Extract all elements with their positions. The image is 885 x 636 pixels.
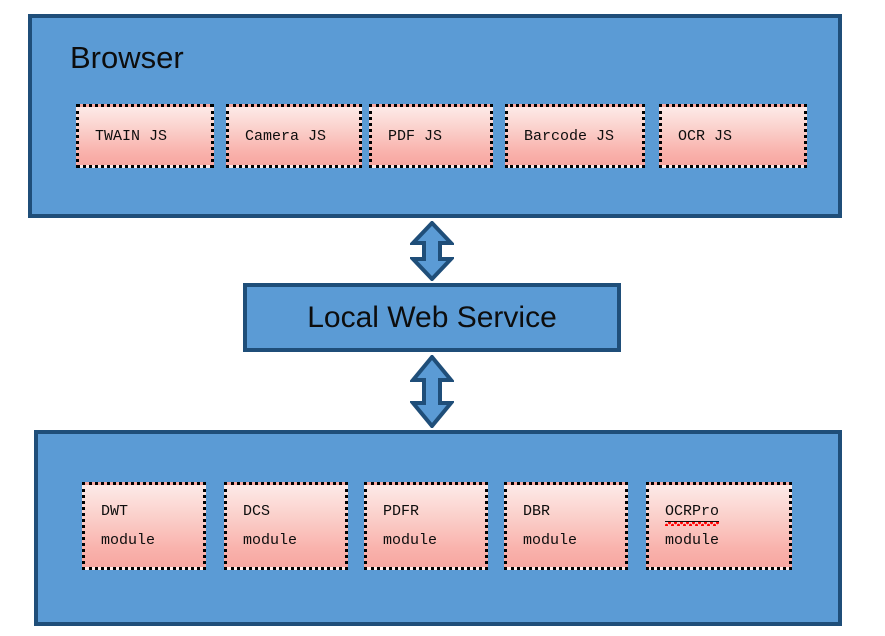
chip-label: Barcode JS: [524, 127, 615, 145]
chip-kind: module: [523, 532, 578, 549]
chip-dbr-module[interactable]: DBR module: [504, 482, 628, 570]
double-arrow-icon-service-modules: [410, 355, 454, 428]
chip-ocrpro-module[interactable]: OCRPro module: [646, 482, 792, 570]
chip-kind: module: [383, 532, 438, 549]
chip-name: DWT: [101, 502, 129, 520]
chip-label: PDF JS: [388, 127, 443, 145]
browser-layer-title: Browser: [70, 40, 184, 75]
chip-twain-js[interactable]: TWAIN JS: [76, 104, 214, 168]
chip-barcode-js[interactable]: Barcode JS: [505, 104, 645, 168]
local-web-service-label: Local Web Service: [307, 300, 557, 334]
chip-dwt-module[interactable]: DWT module: [82, 482, 206, 570]
chip-name: PDFR: [383, 502, 420, 520]
chip-label: TWAIN JS: [95, 127, 168, 145]
browser-module-row: TWAIN JS Camera JS PDF JS Barcode JS OCR…: [76, 104, 807, 168]
chip-label: Camera JS: [245, 127, 327, 145]
chip-name: OCRPro: [665, 502, 720, 522]
native-module-row: DWT module DCS module PDFR module DBR mo…: [82, 482, 792, 570]
double-arrow-icon-browser-service: [410, 221, 454, 281]
chip-pdfr-module[interactable]: PDFR module: [364, 482, 488, 570]
chip-kind: module: [665, 532, 720, 549]
chip-ocr-js[interactable]: OCR JS: [659, 104, 807, 168]
native-modules-layer-container: DWT module DCS module PDFR module DBR mo…: [34, 430, 842, 626]
chip-name: DCS: [243, 502, 271, 520]
chip-camera-js[interactable]: Camera JS: [226, 104, 362, 168]
chip-kind: module: [243, 532, 298, 549]
local-web-service-box[interactable]: Local Web Service: [243, 283, 621, 352]
chip-name: DBR: [523, 502, 551, 520]
chip-kind: module: [101, 532, 156, 549]
chip-name-wrapper: OCRPro: [665, 497, 720, 526]
chip-pdf-js[interactable]: PDF JS: [369, 104, 493, 168]
chip-dcs-module[interactable]: DCS module: [224, 482, 348, 570]
chip-label: OCR JS: [678, 127, 733, 145]
browser-layer-container: Browser TWAIN JS Camera JS PDF JS Barcod…: [28, 14, 842, 218]
